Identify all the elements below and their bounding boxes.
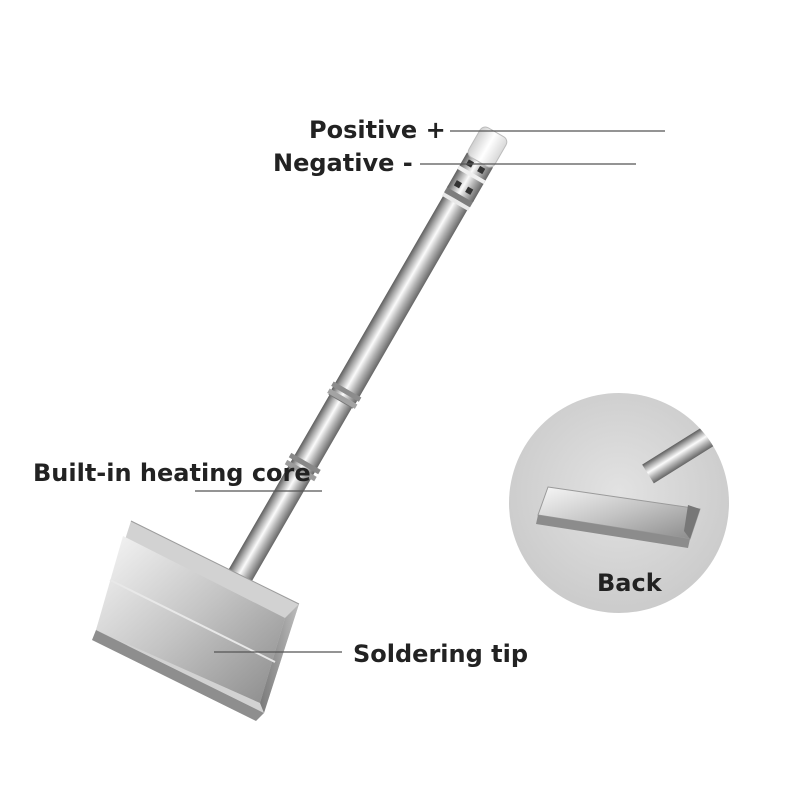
- heating-core-label: Built-in heating core: [33, 459, 311, 487]
- shaft: [214, 126, 508, 607]
- positive-label: Positive +: [309, 116, 446, 144]
- back-label: Back: [597, 569, 662, 597]
- back-view-detail: [536, 393, 729, 548]
- soldering-blade: [92, 520, 300, 721]
- negative-label: Negative -: [273, 149, 413, 177]
- heating-core-ring-upper: [327, 381, 362, 409]
- heating-core-ring-lower: [284, 452, 321, 482]
- soldering-tip-label: Soldering tip: [353, 640, 529, 668]
